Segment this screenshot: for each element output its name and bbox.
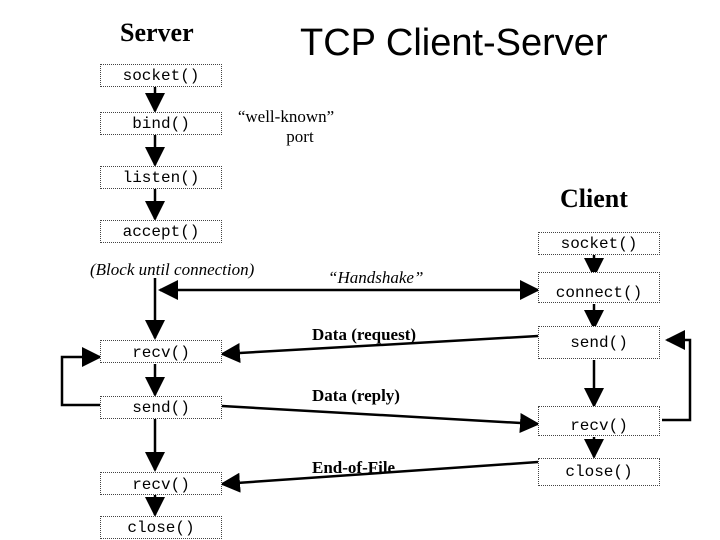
server-close-box: close() [100, 516, 222, 539]
client-connect-box: connect() [538, 272, 660, 303]
client-send-box: send() [538, 326, 660, 359]
client-socket-box: socket() [538, 232, 660, 255]
server-heading: Server [120, 18, 194, 47]
server-send-box: send() [100, 396, 222, 419]
server-listen-box: listen() [100, 166, 222, 189]
reply-arrow [221, 404, 540, 433]
eof-label: End-of-File [312, 458, 396, 477]
request-label: Data (request) [312, 325, 417, 344]
well-known-line: “well-known” [237, 107, 335, 126]
client-close-box: close() [538, 458, 660, 486]
server-recv-box-2: recv() [100, 472, 222, 495]
client-loop [662, 330, 692, 422]
server-socket-box: socket() [100, 64, 222, 87]
well-known-port-label: “well-known” port [232, 107, 340, 146]
server-accept-box: accept() [100, 220, 222, 243]
request-arrow [220, 334, 539, 363]
handshake-label: “Handshake” [328, 268, 424, 287]
server-recv-box-1: recv() [100, 340, 222, 363]
port-line: port [286, 126, 314, 146]
server-loop [60, 347, 103, 407]
diagram-title: TCP Client-Server [300, 22, 608, 64]
server-bind-box: bind() [100, 112, 222, 135]
reply-label: Data (reply) [312, 386, 400, 405]
block-note: (Block until connection) [90, 260, 255, 279]
eof-arrow [220, 460, 539, 493]
client-heading: Client [560, 184, 628, 213]
client-recv-box: recv() [538, 406, 660, 436]
